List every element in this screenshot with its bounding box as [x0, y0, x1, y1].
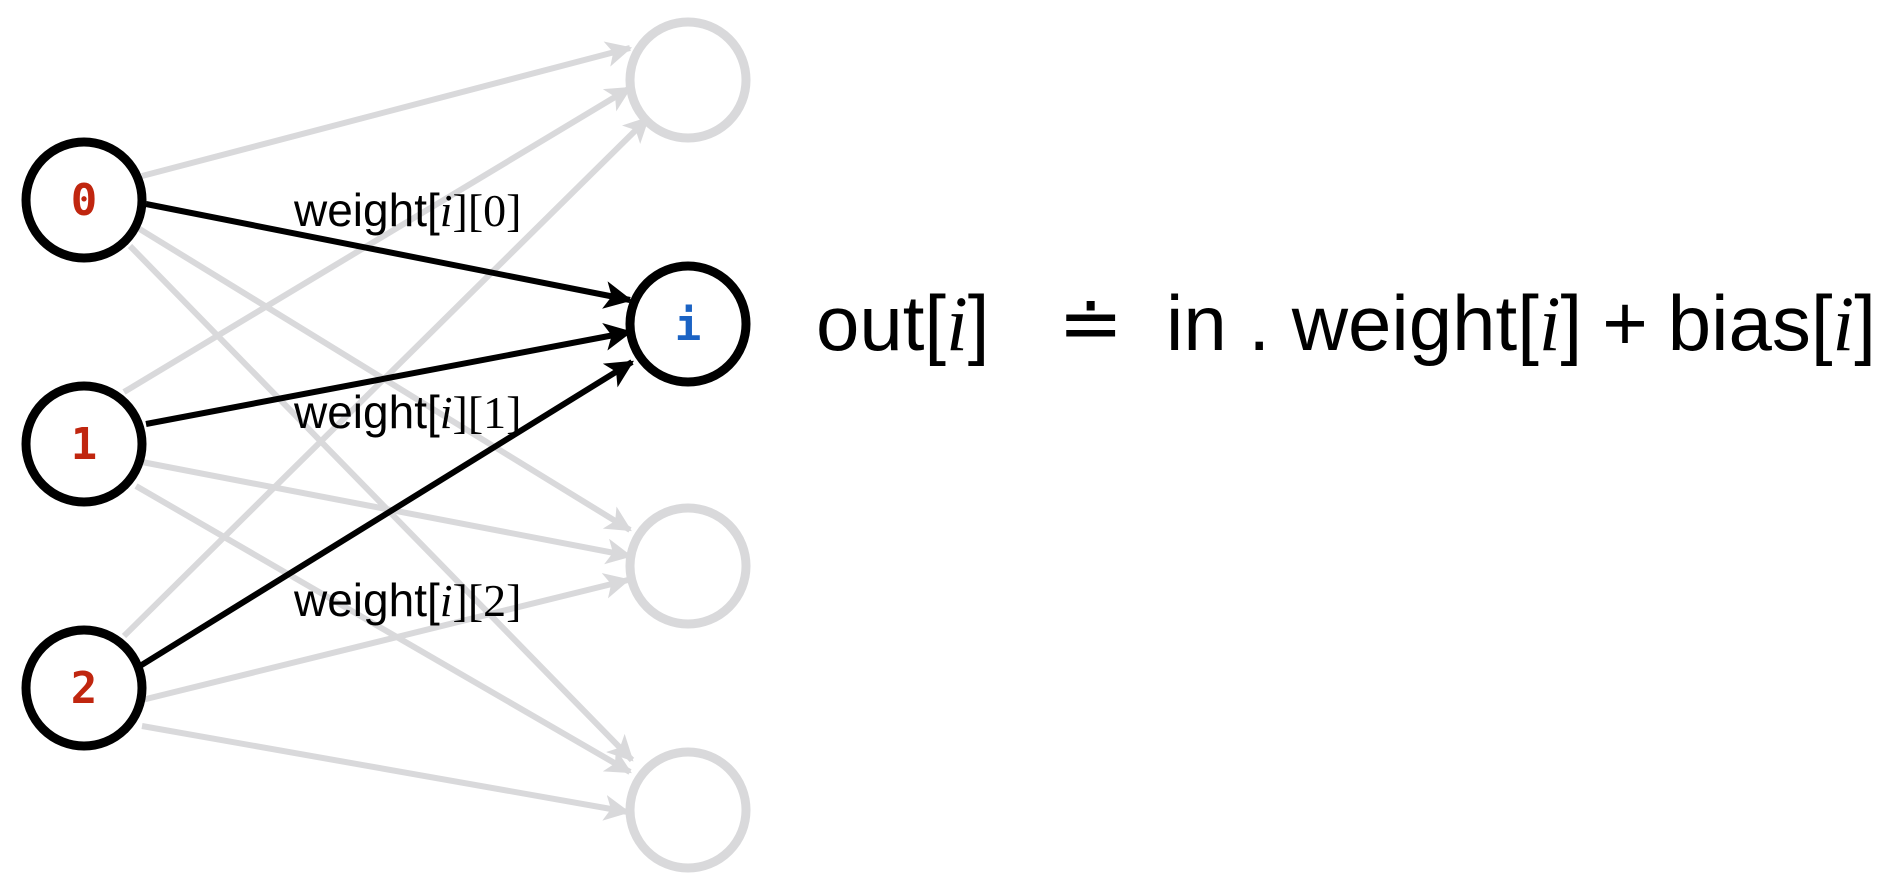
- edge-0-to-out0: [141, 41, 633, 179]
- edge-0-to-out3: [127, 243, 635, 763]
- input-label-0: 0: [71, 175, 98, 226]
- edge-1-to-out0: [122, 85, 632, 395]
- input-label-2: 2: [71, 663, 98, 714]
- inactive-connections: [121, 41, 651, 821]
- weight-label-1: weight[i][1]: [293, 386, 522, 438]
- inactive-outputs: [625, 17, 751, 873]
- edge-1-to-out2: [141, 459, 633, 565]
- output-node-2: [625, 503, 751, 629]
- weight-label-0: weight[i][0]: [293, 184, 522, 236]
- edge-labels: weight[i][0] weight[i][1] weight[i][2]: [293, 184, 522, 626]
- formula-rhs: in . weight[i]+bias[i]: [1166, 279, 1876, 367]
- target-node-label: i: [675, 300, 702, 351]
- formula-lhs: out[i]: [816, 279, 989, 367]
- input-node-0: [21, 137, 147, 263]
- input-node-1: [21, 381, 147, 507]
- edge-0-to-i: [145, 201, 633, 309]
- formula: out[i] ≐ in . weight[i]+bias[i]: [816, 279, 1876, 367]
- input-nodes: [21, 137, 147, 751]
- input-node-2: [21, 625, 147, 751]
- active-connections: [138, 201, 634, 669]
- formula-operator: ≐: [1058, 279, 1123, 367]
- output-node-0: [625, 17, 751, 143]
- output-node-3: [625, 747, 751, 873]
- edge-1-to-out3: [134, 483, 632, 775]
- edge-2-to-i: [138, 359, 634, 669]
- edge-2-to-out2: [141, 573, 631, 703]
- input-label-1: 1: [71, 419, 98, 470]
- weight-label-2: weight[i][2]: [293, 574, 522, 626]
- edge-1-to-i: [145, 323, 633, 427]
- edge-2-to-out3: [141, 723, 631, 821]
- target-node: [625, 261, 751, 387]
- input-node-labels: 0 1 2: [71, 175, 98, 714]
